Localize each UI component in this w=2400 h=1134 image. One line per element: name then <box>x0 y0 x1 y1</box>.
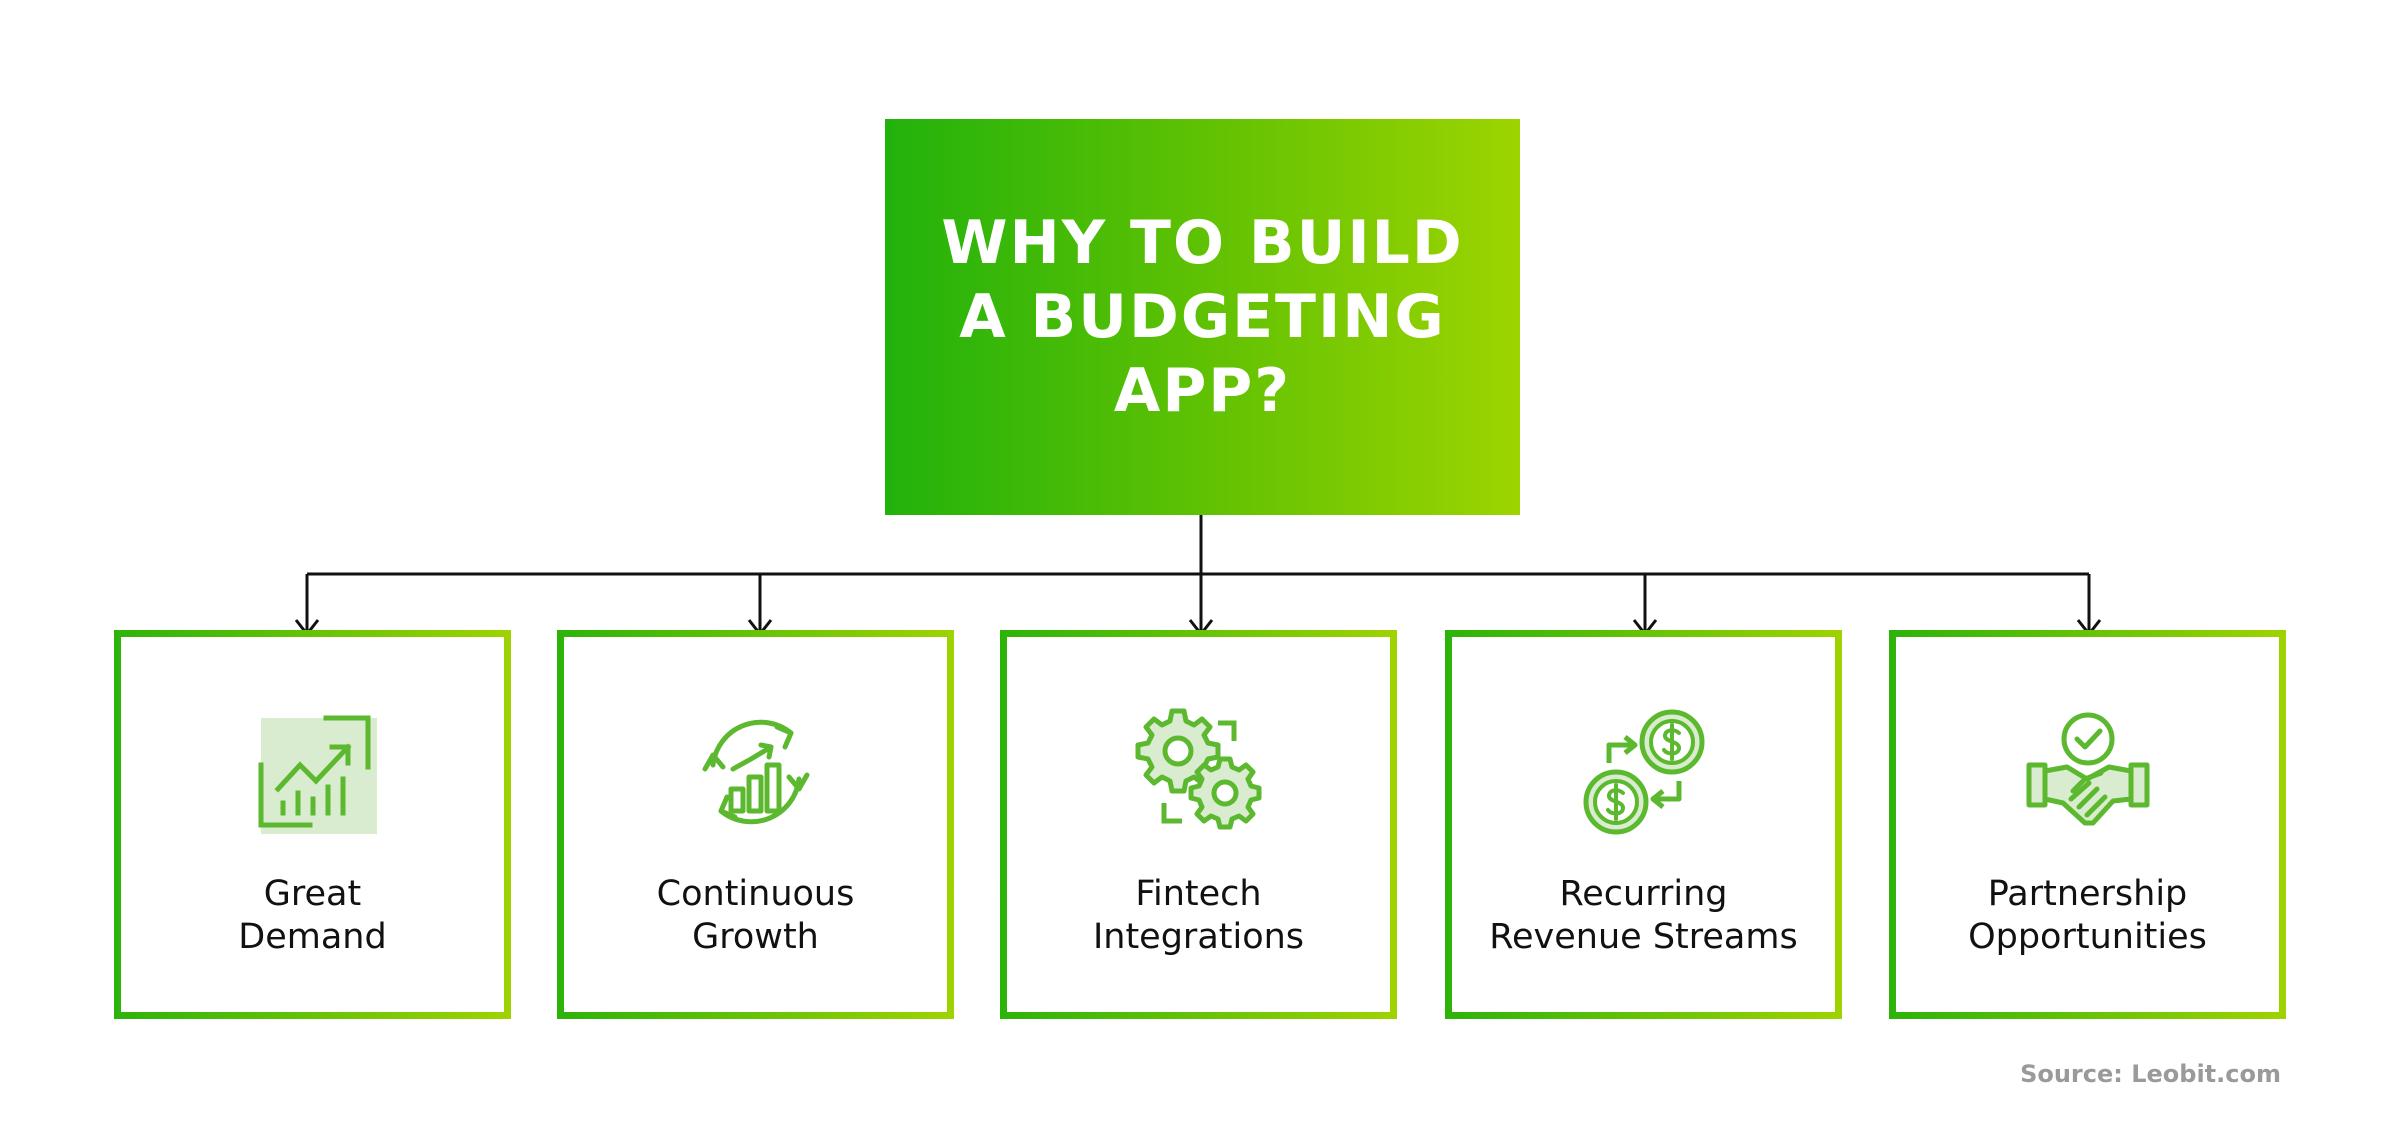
card-continuous-growth: Continuous Growth <box>557 630 954 1019</box>
card-label-line-1: Continuous <box>656 874 855 914</box>
coin-exchange-icon <box>1579 707 1709 837</box>
card-label-line-2: Demand <box>238 917 387 957</box>
source-credit: Source: Leobit.com <box>2020 1060 2281 1088</box>
card-inner: Continuous Growth <box>564 637 947 1012</box>
card-inner: Great Demand <box>121 637 504 1012</box>
card-label: Great Demand <box>121 873 504 959</box>
title-line-2: A BUDGETING <box>959 282 1446 352</box>
title-box: WHY TO BUILD A BUDGETING APP? <box>885 119 1520 515</box>
card-label: Continuous Growth <box>564 873 947 959</box>
cycle-bar-chart-icon <box>691 707 821 837</box>
diagram-title: WHY TO BUILD A BUDGETING APP? <box>885 206 1520 428</box>
gears-icon <box>1134 707 1264 837</box>
growth-chart-icon <box>248 707 378 837</box>
card-recurring-revenue-streams: Recurring Revenue Streams <box>1445 630 1842 1019</box>
title-line-3: APP? <box>1113 356 1292 426</box>
card-label-line-1: Fintech <box>1135 874 1262 914</box>
card-label-line-2: Revenue Streams <box>1489 917 1798 957</box>
handshake-icon <box>2023 707 2153 837</box>
card-label-line-2: Opportunities <box>1968 917 2207 957</box>
card-label-line-1: Partnership <box>1987 874 2188 914</box>
card-label: Recurring Revenue Streams <box>1452 873 1835 959</box>
card-label-line-2: Integrations <box>1092 917 1305 957</box>
card-partnership-opportunities: Partnership Opportunities <box>1889 630 2286 1019</box>
card-label-line-2: Growth <box>692 917 819 957</box>
card-inner: Partnership Opportunities <box>1896 637 2279 1012</box>
card-label: Fintech Integrations <box>1007 873 1390 959</box>
card-label: Partnership Opportunities <box>1896 873 2279 959</box>
card-inner: Fintech Integrations <box>1007 637 1390 1012</box>
card-label-line-1: Recurring <box>1559 874 1728 914</box>
card-great-demand: Great Demand <box>114 630 511 1019</box>
title-line-1: WHY TO BUILD <box>941 208 1464 278</box>
card-fintech-integrations: Fintech Integrations <box>1000 630 1397 1019</box>
card-label-line-1: Great <box>263 874 362 914</box>
card-inner: Recurring Revenue Streams <box>1452 637 1835 1012</box>
